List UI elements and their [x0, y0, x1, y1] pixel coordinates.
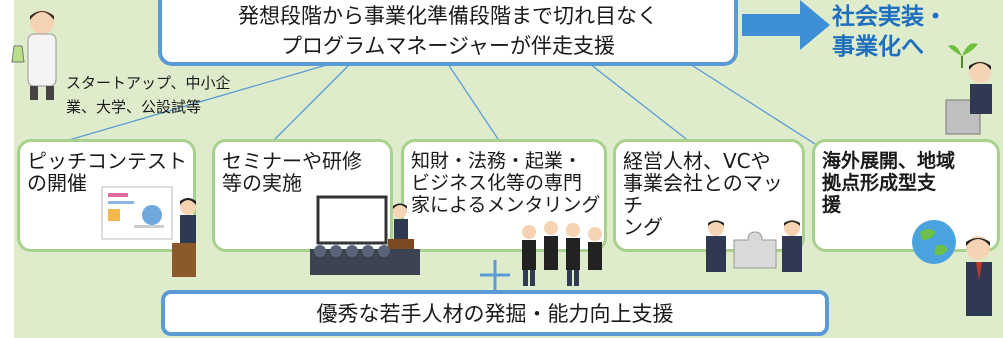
program-card-global-label: 海外展開、地域 拠点形成型支 援 — [822, 150, 955, 216]
program-card-matching-line2: 事業会社とのマッチ — [623, 171, 783, 217]
program-card-seminar-label: セミナーや研修 等の実施 — [222, 150, 362, 194]
program-card-global-line3: 援 — [822, 194, 842, 216]
handshake-puzzle-illustration — [706, 220, 802, 272]
program-card-mentoring-line3: 家によるメンタリング — [411, 194, 601, 216]
businessman-sprout-illustration — [945, 43, 992, 135]
goal-line2: 事業化へ — [832, 34, 924, 60]
program-card-matching-line3: ング — [623, 215, 663, 239]
team-running-illustration — [522, 221, 602, 286]
target-participants: スタートアップ、中小企 業、大学、公設試等 — [66, 71, 231, 119]
program-card-seminar-line2: 等の実施 — [222, 171, 302, 195]
program-card-global-line2: 拠点形成型支 — [822, 172, 937, 194]
goal-label: 社会実装・ 事業化へ — [832, 2, 947, 62]
program-card-mentoring-line2: ビジネス化等の専門 — [411, 172, 583, 194]
program-card-global-line1: 海外展開、地域 — [822, 150, 956, 172]
seminar-illustration — [310, 195, 420, 275]
pm-support-line1: 発想段階から事業化準備段階まで切れ目なく — [238, 4, 658, 28]
program-card-matching-label: 経営人材、VCや 事業会社とのマッチ ング — [623, 150, 802, 238]
program-card-seminar-line1: セミナーや研修 — [222, 149, 362, 173]
program-card-matching-line1: 経営人材、VCや — [623, 149, 771, 173]
target-participants-line2: 業、大学、公設試等 — [66, 98, 202, 116]
presentation-board-illustration — [101, 186, 196, 277]
program-card-pitch-label: ピッチコンテスト の開催 — [27, 150, 187, 194]
goal-line1: 社会実装・ — [832, 4, 947, 30]
program-card-global: 海外展開、地域 拠点形成型支 援 — [812, 139, 1000, 252]
young-talent-support-label: 優秀な若手人材の発掘・能力向上支援 — [316, 302, 674, 326]
right-arrow-icon — [742, 0, 830, 50]
researcher-illustration — [11, 10, 57, 100]
globe-businessman-illustration — [912, 220, 992, 316]
program-card-mentoring-line1: 知財・法務・起業・ — [411, 150, 583, 172]
pm-support-box: 発想段階から事業化準備段階まで切れ目なく プログラムマネージャーが伴走支援 — [158, 0, 738, 66]
program-card-pitch-line2: の開催 — [27, 171, 87, 195]
plus-icon — [480, 260, 510, 290]
program-card-mentoring-label: 知財・法務・起業・ ビジネス化等の専門 家によるメンタリング — [411, 150, 600, 216]
program-card-matching: 経営人材、VCや 事業会社とのマッチ ング — [613, 139, 805, 252]
program-card-pitch-line1: ピッチコンテスト — [27, 149, 187, 173]
target-participants-line1: スタートアップ、中小企 — [66, 74, 231, 92]
young-talent-support-box: 優秀な若手人材の発掘・能力向上支援 — [161, 290, 829, 336]
pm-support-line2: プログラムマネージャーが伴走支援 — [281, 34, 615, 58]
